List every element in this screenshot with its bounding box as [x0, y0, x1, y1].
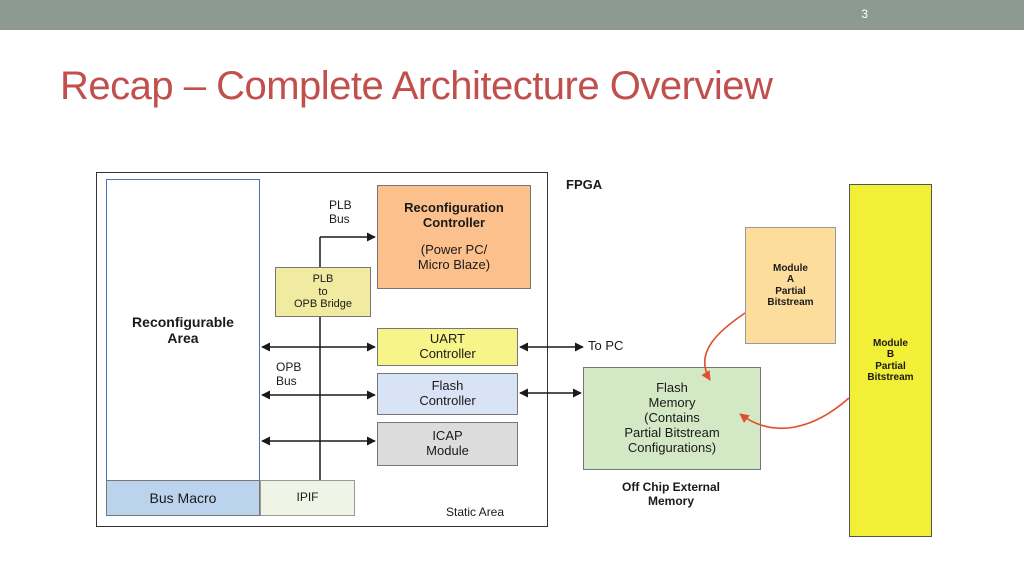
flash-memory: Flash Memory (Contains Partial Bitstream… [583, 367, 761, 470]
module-b-label: Module B Partial Bitstream [867, 337, 914, 384]
bus-macro-label: Bus Macro [149, 489, 217, 506]
module-b-bitstream: Module B Partial Bitstream [849, 184, 932, 537]
plb-opb-bridge-label: PLB to OPB Bridge [293, 273, 353, 311]
uart-controller: UART Controller [377, 328, 518, 366]
icap-module-label: ICAP Module [426, 428, 469, 458]
uart-controller-label: UART Controller [419, 331, 476, 361]
flash-controller-label: Flash Controller [419, 378, 476, 408]
reconfigurable-area: Reconfigurable Area [106, 179, 260, 481]
reconfigurable-area-label: Reconfigurable Area [132, 313, 234, 346]
reconfig-controller-title: Reconfiguration Controller [404, 200, 504, 231]
icap-module: ICAP Module [377, 422, 518, 466]
module-a-to-flash-curve [701, 312, 746, 381]
static-area-label: Static Area [446, 505, 505, 519]
reconfiguration-controller: Reconfiguration Controller (Power PC/ Mi… [377, 185, 531, 289]
bus-macro: Bus Macro [106, 480, 260, 516]
ipif-label: IPIF [296, 490, 319, 505]
module-a-label: Module A Partial Bitstream [767, 262, 814, 309]
plb-bus-label: PLB Bus [329, 198, 352, 226]
to-pc-label: To PC [588, 338, 624, 353]
slide-title: Recap – Complete Architecture Overview [60, 64, 773, 108]
module-b-to-flash-curve [739, 397, 850, 429]
opb-bus-label: OPB Bus [276, 360, 302, 388]
slide-number: 3 [861, 7, 868, 21]
module-a-bitstream: Module A Partial Bitstream [745, 227, 836, 344]
off-chip-memory-label: Off Chip External Memory [621, 480, 720, 508]
reconfig-controller-subtitle: (Power PC/ Micro Blaze) [417, 242, 491, 272]
flash-memory-label: Flash Memory (Contains Partial Bitstream… [624, 380, 720, 455]
fpga-label: FPGA [566, 177, 603, 192]
flash-controller: Flash Controller [377, 373, 518, 415]
ipif-block: IPIF [260, 480, 355, 516]
plb-opb-bridge: PLB to OPB Bridge [275, 267, 371, 317]
top-bar: 3 [0, 0, 1024, 30]
